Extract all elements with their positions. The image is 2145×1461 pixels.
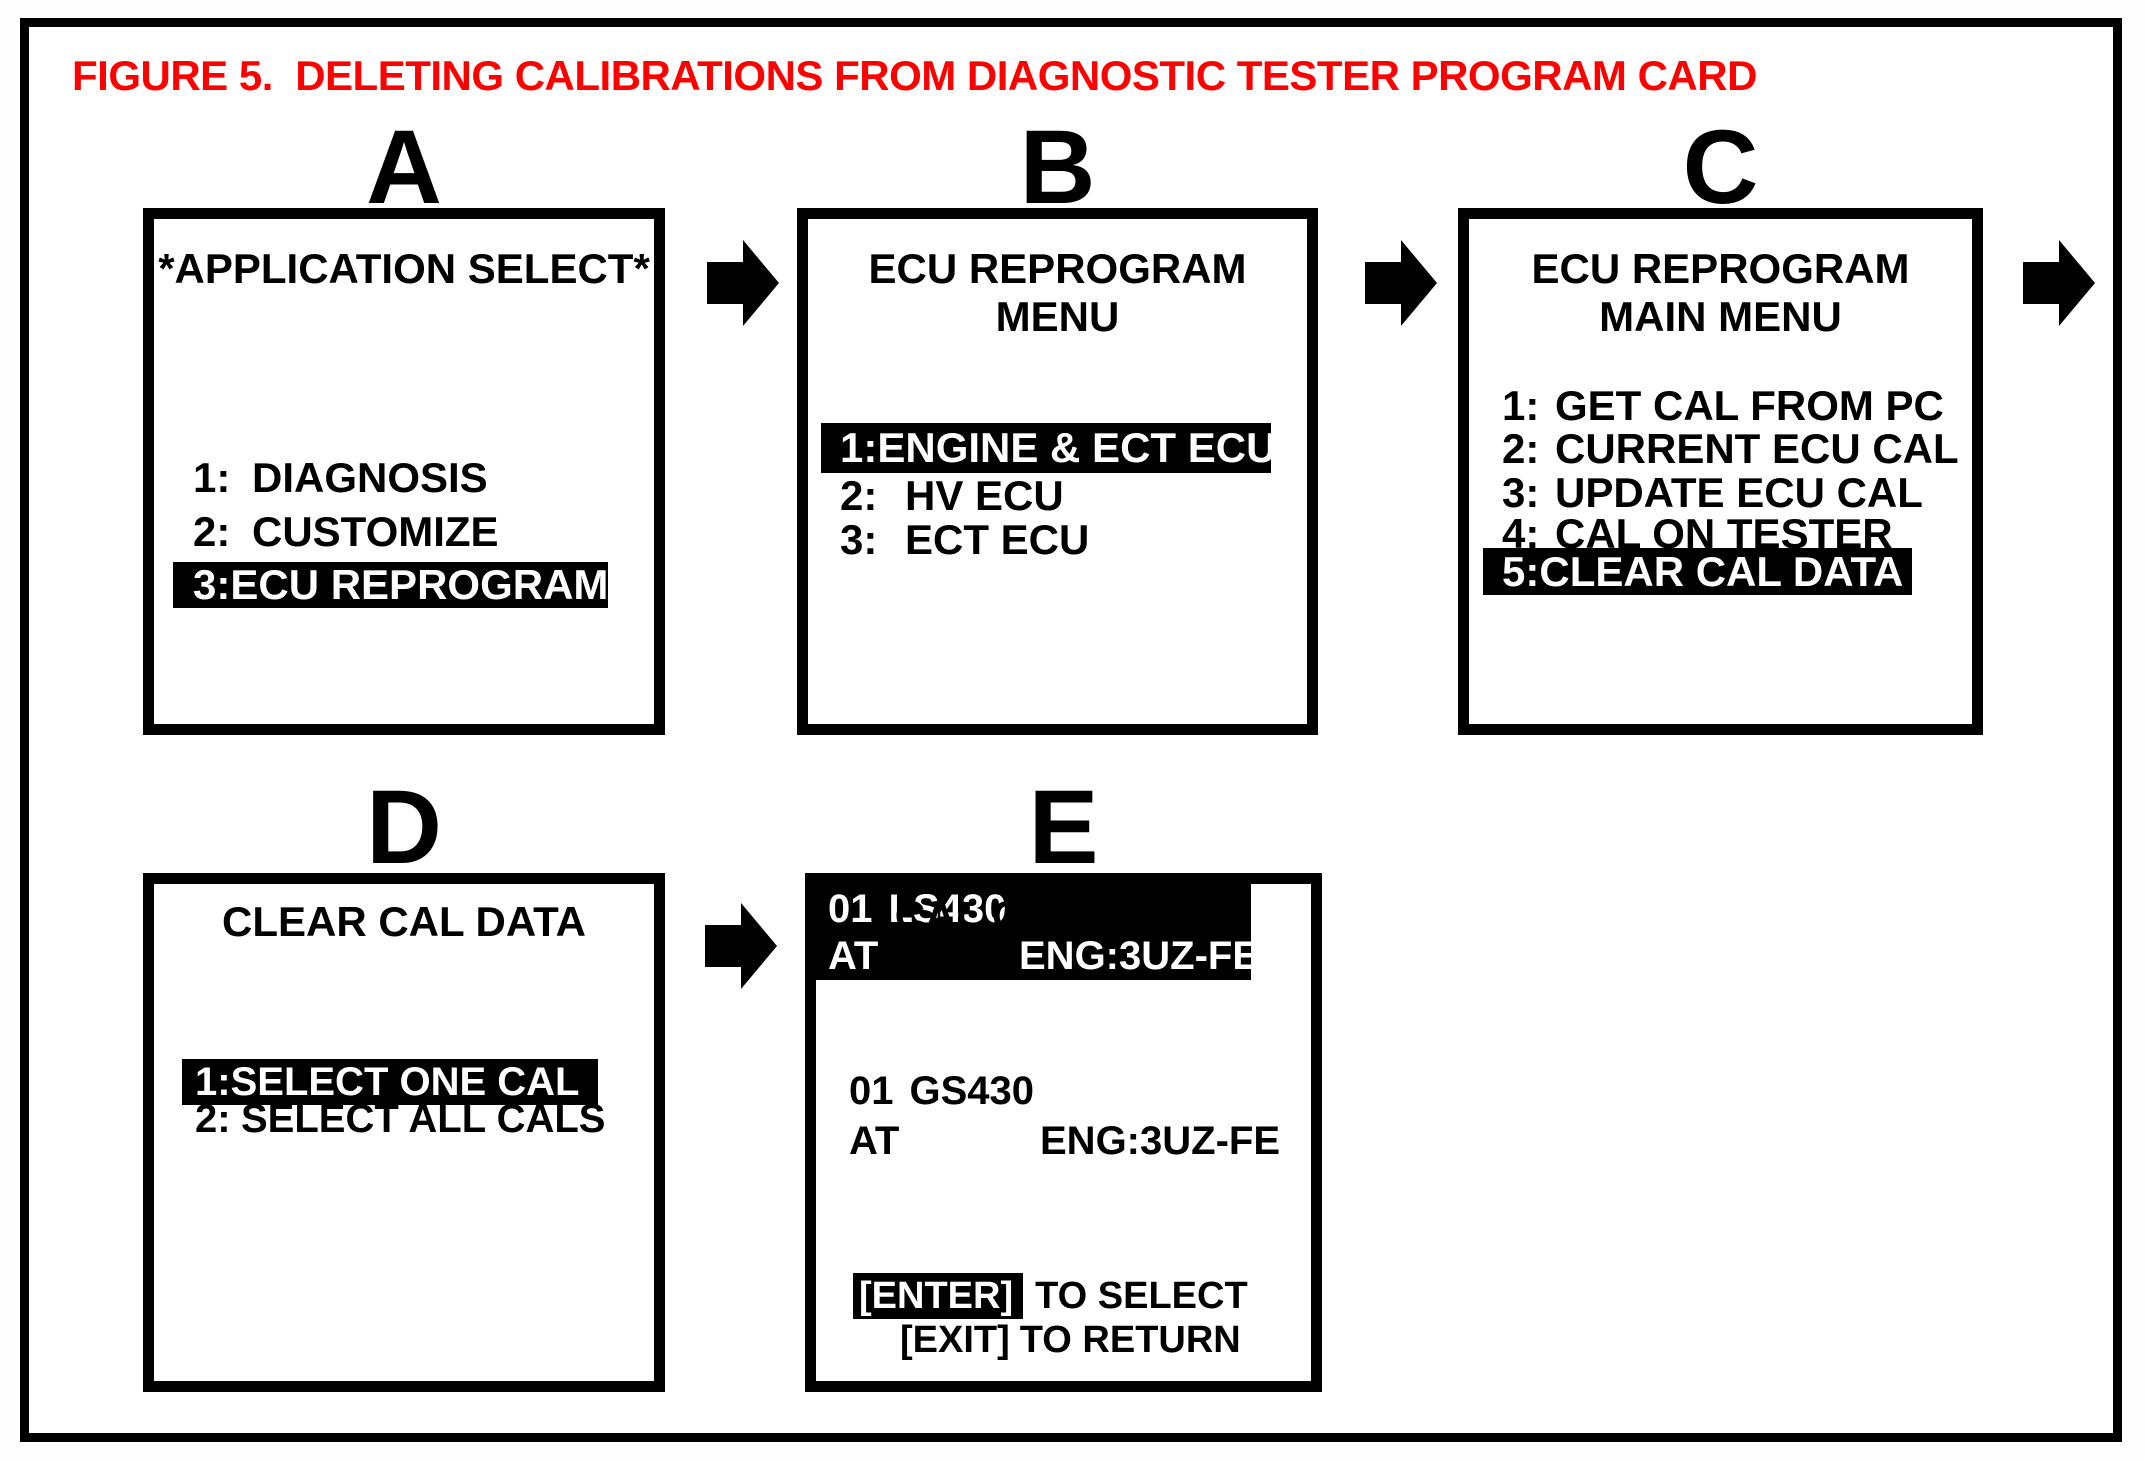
enter-key-label: [ENTER] xyxy=(853,1273,1024,1319)
menu-item: 2: HV ECU xyxy=(840,474,1064,518)
menu-item: 3: ECT ECU xyxy=(840,518,1089,562)
footer-enter-hint: [ENTER] TO SELECT xyxy=(853,1273,1248,1319)
menu-item-label: CUSTOMIZE xyxy=(252,508,499,555)
menu-item-number: 2: xyxy=(193,508,231,555)
cal-entry-model: GS430 xyxy=(909,1069,1035,1113)
tester-screen-application-select: *APPLICATION SELECT* 1: DIAGNOSIS 2: CUSTO… xyxy=(143,208,665,735)
screen-title: *APPLICATION SELECT* xyxy=(158,245,650,292)
cal-entry-line2: AT ENG:3UZ-FE xyxy=(828,933,1259,980)
cal-entry-engine: ENG:3UZ-FE xyxy=(1019,934,1259,978)
step-letter-d: D xyxy=(366,769,442,886)
menu-item-selected: 1:ENGINE & ECT ECU xyxy=(821,423,1276,473)
menu-item-selected: 5:CLEAR CAL DATA xyxy=(1483,548,1912,595)
figure-title: FIGURE 5. DELETING CALIBRATIONS FROM DIA… xyxy=(72,52,1757,99)
cal-entry-line1: 01 GS430 xyxy=(849,1069,1034,1114)
flow-arrow-c-continue-icon xyxy=(2023,240,2095,326)
menu-item-number: 5: xyxy=(1502,548,1540,595)
screen-title-line1: ECU REPROGRAM xyxy=(868,245,1247,292)
screen-title: CLEAR CAL DATA xyxy=(222,898,586,945)
exit-key-label: [EXIT] xyxy=(900,1319,1010,1361)
enter-action-label: TO SELECT xyxy=(1035,1275,1248,1317)
menu-item-number: 2: xyxy=(1502,425,1540,472)
menu-item-number: 2: xyxy=(840,472,878,519)
menu-item-label: UPDATE ECU CAL xyxy=(1555,469,1923,516)
menu-item-label: SELECT ONE CAL xyxy=(230,1060,580,1104)
screen-title: CAL ON TESTER xyxy=(894,892,1233,939)
tester-screen-clear-cal-data: CLEAR CAL DATA 1:SELECT ONE CAL 2:SELECT… xyxy=(143,873,665,1392)
menu-item: 1: DIAGNOSIS xyxy=(193,456,488,500)
menu-item: 1: GET CAL FROM PC xyxy=(1502,384,1944,428)
cal-entry-id: 01 xyxy=(828,887,873,931)
cal-entry-line2: AT ENG:3UZ-FE xyxy=(849,1119,1280,1164)
menu-item-number: 1: xyxy=(840,424,878,471)
menu-item-number: 3: xyxy=(840,516,878,563)
cal-entry-line1: 01 LS430 xyxy=(828,886,1251,933)
menu-item-label: DIAGNOSIS xyxy=(252,454,488,501)
step-letter-a: A xyxy=(366,109,442,226)
menu-item-number: 3: xyxy=(193,561,231,608)
step-letter-b: B xyxy=(1019,109,1096,226)
menu-item: 2: CURRENT ECU CAL xyxy=(1502,427,1959,471)
screen-title-line2: MAIN MENU xyxy=(1599,293,1842,340)
flow-arrow-a-to-b-icon xyxy=(707,240,779,326)
menu-item-label: GET CAL FROM PC xyxy=(1555,382,1944,429)
step-letter-c: C xyxy=(1682,109,1759,226)
cal-entry-id: 01 xyxy=(849,1069,894,1113)
menu-item-number: 3: xyxy=(1502,469,1540,516)
menu-item-label: HV ECU xyxy=(905,472,1064,519)
menu-item-label: CLEAR CAL DATA xyxy=(1539,548,1904,595)
menu-item-selected: 1:SELECT ONE CAL xyxy=(182,1059,598,1105)
menu-item: 2: CUSTOMIZE xyxy=(193,510,499,554)
cal-entry-engine: ENG:3UZ-FE xyxy=(1040,1119,1280,1163)
menu-item-selected: 3:ECU REPROGRAM xyxy=(173,562,608,608)
cal-entry-trans: AT xyxy=(849,1119,900,1163)
screen-title-line1: ECU REPROGRAM xyxy=(1531,245,1910,292)
menu-item: 3: UPDATE ECU CAL xyxy=(1502,471,1923,515)
cal-entry-model: LS430 xyxy=(888,887,1007,931)
screen-title-line2: MENU xyxy=(995,293,1120,340)
exit-action-label: TO RETURN xyxy=(1019,1319,1241,1361)
footer-exit-hint: [EXIT]TO RETURN xyxy=(900,1319,1241,1361)
menu-item-number: 1: xyxy=(1502,382,1540,429)
menu-item-label: ECU REPROGRAM xyxy=(230,561,609,608)
step-letter-e: E xyxy=(1028,769,1099,886)
menu-item-number: 1: xyxy=(195,1060,231,1104)
menu-item-label: CURRENT ECU CAL xyxy=(1555,425,1959,472)
cal-entry-selected: 01 LS430 AT ENG:3UZ-FE xyxy=(816,884,1259,980)
flow-arrow-b-to-c-icon xyxy=(1365,240,1437,326)
cal-entry-trans: AT xyxy=(828,934,879,978)
menu-item-label: ENGINE & ECT ECU xyxy=(877,424,1277,471)
menu-item-label: ECT ECU xyxy=(905,516,1090,563)
flow-arrow-d-to-e-icon xyxy=(705,903,777,989)
menu-item-number: 1: xyxy=(193,454,231,501)
